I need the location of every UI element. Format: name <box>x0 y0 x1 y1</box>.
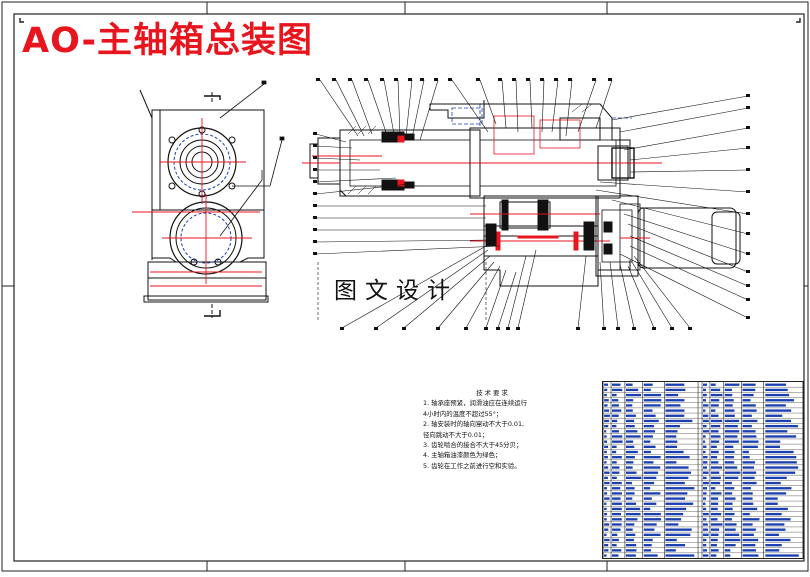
technical-requirements: 技术要求 1. 轴承座预紧，润滑油应在连续运行 4小时内的温度不超过55°； 2… <box>423 388 603 471</box>
tech-note-line: 4小时内的温度不超过55°； <box>423 409 503 418</box>
leader-lines-top <box>319 79 613 141</box>
tech-note-line: 径向跳动不大于0.01； <box>423 430 489 439</box>
tech-note-line: 3. 齿轮啮合的接合不大于45分贝； <box>423 441 523 450</box>
leader-dots-right <box>746 94 750 319</box>
leader-dots-bottom <box>340 327 692 330</box>
tech-note-line: 2. 轴安装时的轴向窜动不大于0.01, <box>423 420 525 429</box>
technical-requirements-heading: 技术要求 <box>476 389 510 397</box>
side-view <box>139 89 269 318</box>
leader-lines-bottom <box>341 245 691 329</box>
main-section-view <box>309 100 741 287</box>
drawing-title: AO-主轴箱总装图 <box>22 21 314 61</box>
side-view-leaders <box>219 80 285 237</box>
leader-dots-left <box>313 132 317 255</box>
side-view-centerlines <box>132 118 262 287</box>
watermark-text: 图文设计 <box>334 278 458 304</box>
extension-lines <box>317 262 487 322</box>
leader-lines-left <box>315 133 501 255</box>
leader-lines-right <box>595 95 749 319</box>
tech-note-line: 5. 齿轮在工作之前进行空和实验。 <box>423 461 521 470</box>
inner-frame <box>13 13 805 562</box>
corner-marks <box>19 18 801 23</box>
tech-note-line: 4. 主轴箱油漆颜色为绿色； <box>423 451 502 460</box>
tech-note-line: 1. 轴承座预紧，润滑油应在连续运行 <box>423 399 527 408</box>
parts-list-table <box>602 381 804 559</box>
leader-dots-top <box>316 78 612 81</box>
